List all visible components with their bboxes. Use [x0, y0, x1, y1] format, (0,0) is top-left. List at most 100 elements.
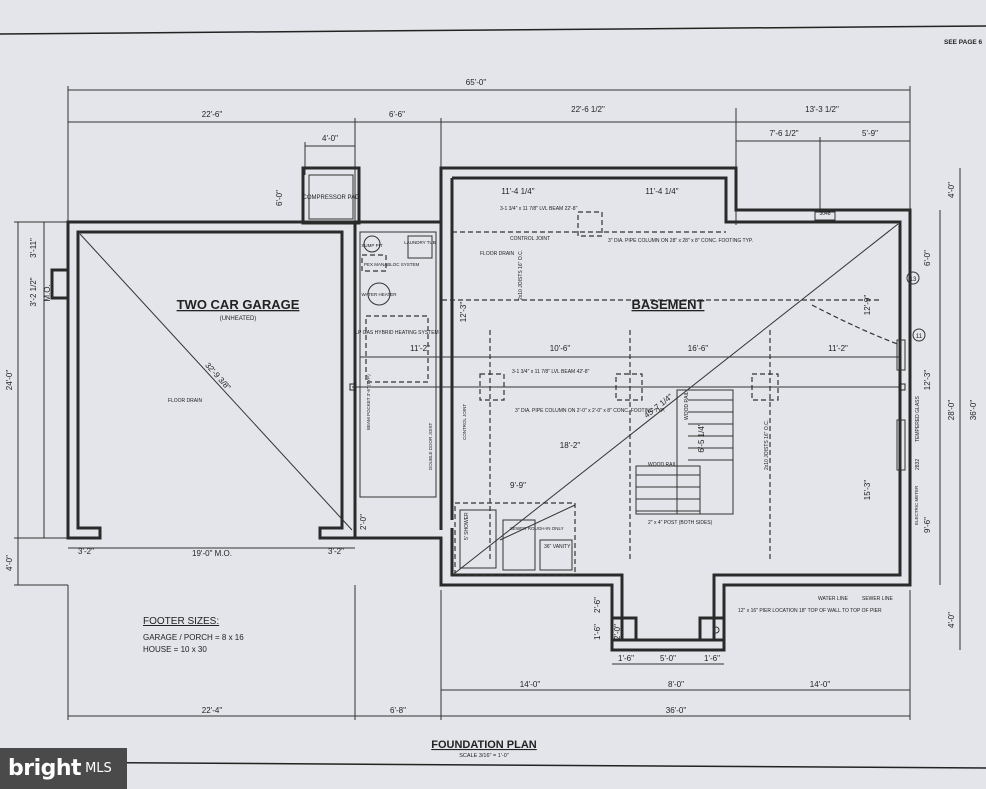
svg-text:8'-0": 8'-0" — [668, 680, 684, 689]
bright-mls-watermark: bright MLS — [0, 748, 127, 789]
note-sewer-line: SEWER LINE — [862, 596, 894, 602]
note-shower: 5' SHOWER — [464, 512, 470, 540]
right-dimensions: 4'-0" 36'-0" 28'-0" 4'-0" 6'-0" 12'-9" 1… — [863, 168, 978, 650]
note-control-joint: CONTROL JOINT — [510, 236, 550, 242]
svg-text:45'-7 1/4": 45'-7 1/4" — [642, 392, 674, 420]
sheet-ref: SEE PAGE 6 — [944, 39, 983, 46]
svg-text:11'-4 1/4": 11'-4 1/4" — [501, 187, 534, 196]
svg-text:3'-2": 3'-2" — [328, 547, 344, 556]
note-window-2832: 2832 — [915, 459, 921, 470]
note-post: 2" x 4" POST (BOTH SIDES) — [648, 520, 713, 526]
note-beam-mid: 3-1 3/4" x 11 7/8" LVL BEAM 42'-8" — [512, 369, 590, 375]
note-wood-rail-b: WOOD RAIL — [684, 391, 690, 420]
svg-text:36'-0": 36'-0" — [666, 706, 687, 715]
footer-title: FOOTER SIZES: — [143, 616, 219, 627]
plan-title: FOUNDATION PLAN — [431, 739, 537, 751]
garage-label: TWO CAR GARAGE — [177, 297, 300, 312]
footer-house: HOUSE = 10 x 30 — [143, 645, 207, 654]
note-joists-a: 2x10 JOISTS 16" O.C. — [518, 250, 524, 300]
svg-text:22'-4": 22'-4" — [202, 706, 223, 715]
stair — [635, 389, 734, 515]
svg-text:4'-0": 4'-0" — [947, 182, 956, 198]
svg-text:2'-6": 2'-6" — [593, 597, 602, 613]
svg-text:4'-0": 4'-0" — [947, 612, 956, 628]
dim-22-6-half: 22'-6 1/2" — [571, 105, 605, 114]
note-manabloc: PEX MANABLOC SYSTEM — [364, 262, 420, 267]
svg-text:15'-3": 15'-3" — [863, 480, 872, 501]
bottom-dimensions: 22'-4" 6'-8" 36'-0" 14'-0" 8'-0" 14'-0" … — [67, 585, 911, 720]
sheet-top-border — [0, 25, 986, 35]
dim-4-0: 4'-0" — [322, 134, 338, 143]
note-joists-c: 2x10 JOISTS 16" O.C. — [764, 420, 770, 470]
svg-text:24'-0": 24'-0" — [5, 370, 14, 391]
compressor-label: COMPRESSOR PAD — [303, 195, 361, 201]
garage-diagonal — [79, 233, 353, 531]
left-dimensions: 3'-11" 3'-2 1/2" M.O. 24'-0" 4'-0" — [5, 221, 68, 586]
dim-22-6: 22'-6" — [202, 110, 223, 119]
svg-text:13: 13 — [910, 277, 917, 283]
svg-text:28'-0": 28'-0" — [947, 400, 956, 421]
note-laundry: LAUNDRY TUB — [404, 240, 436, 245]
watermark-suffix: MLS — [85, 761, 112, 776]
column-footing — [577, 211, 603, 237]
svg-text:1'-6": 1'-6" — [618, 654, 634, 663]
footer-garage: GARAGE / PORCH = 8 x 16 — [143, 633, 244, 642]
svg-text:3'-2": 3'-2" — [78, 547, 94, 556]
svg-text:3'-11": 3'-11" — [29, 238, 38, 258]
note-floor-drain: FLOOR DRAIN — [480, 251, 515, 257]
svg-text:3'-2 1/2": 3'-2 1/2" — [29, 277, 38, 306]
svg-text:19'-0" M.O.: 19'-0" M.O. — [192, 549, 232, 558]
note-beam-pocket: BEAM POCKET 3'-6" (TYP) — [366, 374, 371, 430]
mechanical-room — [359, 231, 437, 498]
svg-text:32'-9 3/8": 32'-9 3/8" — [203, 361, 232, 392]
compressor-pad — [308, 174, 354, 220]
note-pier: 12" x 16" PIER LOCATION 18" TOP OF WALL … — [738, 608, 882, 614]
laundry-tub — [407, 235, 433, 259]
note-double-door: DOUBLE DOOR JOIST — [428, 422, 433, 470]
svg-text:2'-0": 2'-0" — [359, 514, 368, 530]
svg-text:16'-6": 16'-6" — [688, 344, 709, 353]
svg-text:14'-0": 14'-0" — [810, 680, 831, 689]
note-rough-in: SEWER ROUGH-IN ONLY — [510, 526, 564, 531]
note-water-heater: WATER HEATER — [362, 292, 398, 297]
note-beam-top: 3-1 3/4" x 11 7/8" LVL BEAM 22'-8" — [500, 206, 578, 212]
svg-text:11: 11 — [916, 334, 923, 340]
note-tempered: TEMPERED GLASS — [915, 395, 921, 442]
svg-text:12'-3": 12'-3" — [459, 302, 468, 323]
note-window-3048: 3048 — [819, 211, 830, 217]
top-dimensions: 65'-0" 22'-6" 6'-6" 22'-6 1/2" 13'-3 1/2… — [67, 78, 911, 225]
svg-text:18'-2": 18'-2" — [560, 441, 581, 450]
note-column-top: 3" DIA. PIPE COLUMN ON 28" x 28" x 8" CO… — [608, 238, 753, 244]
door-swing — [811, 304, 901, 346]
svg-text:11'-2": 11'-2" — [828, 344, 848, 353]
dim-6-6: 6'-6" — [389, 110, 405, 119]
svg-text:9'-9": 9'-9" — [510, 481, 526, 490]
dim-6-0-v: 6'-0" — [275, 190, 284, 206]
svg-text:14'-0": 14'-0" — [520, 680, 541, 689]
svg-text:1'-6": 1'-6" — [593, 624, 602, 640]
garage-walls — [66, 220, 357, 540]
svg-text:M.O.: M.O. — [43, 284, 52, 301]
svg-text:2'-0": 2'-0" — [613, 624, 622, 640]
garage-sublabel: (UNHEATED) — [220, 316, 257, 322]
notes: COMPRESSOR PAD SUMP PIT LAUNDRY TUB PEX … — [168, 206, 921, 614]
svg-text:12'-3": 12'-3" — [923, 370, 932, 391]
svg-text:12'-9": 12'-9" — [863, 295, 872, 316]
marker-13 — [906, 271, 920, 285]
basement-label: BASEMENT — [632, 297, 705, 312]
sheet-bottom-border — [0, 761, 986, 769]
sump-pit — [363, 235, 381, 253]
svg-text:5'-0": 5'-0" — [660, 654, 676, 663]
svg-text:6'-0": 6'-0" — [923, 250, 932, 266]
plan-scale: SCALE 3/16" = 1'-0" — [459, 753, 508, 759]
note-wood-rail: WOOD RAIL — [648, 462, 677, 468]
svg-text:1'-6": 1'-6" — [704, 654, 720, 663]
svg-text:4'-0": 4'-0" — [5, 555, 14, 571]
house-walls — [355, 166, 912, 652]
svg-text:11'-2": 11'-2" — [410, 344, 430, 353]
svg-text:9'-6": 9'-6" — [923, 517, 932, 533]
water-heater — [367, 282, 391, 306]
svg-text:6'-5 1/4": 6'-5 1/4" — [697, 423, 706, 452]
dim-5-9: 5'-9" — [862, 129, 878, 138]
svg-text:11'-4 1/4": 11'-4 1/4" — [645, 187, 678, 196]
